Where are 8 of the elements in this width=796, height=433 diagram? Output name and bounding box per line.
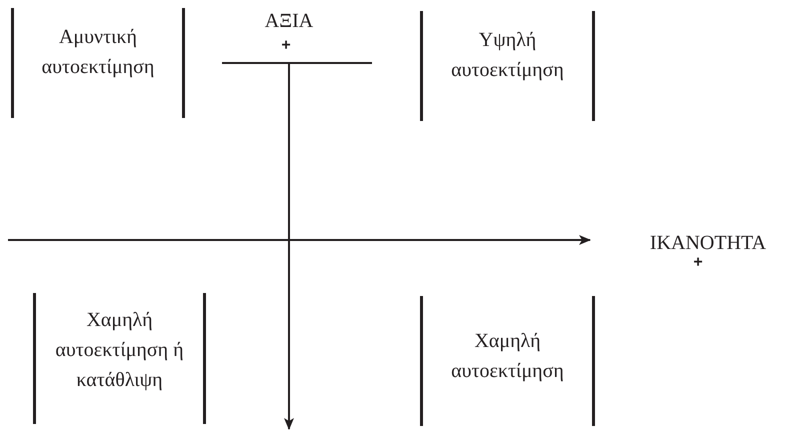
quadrant-label: Αμυντική αυτοεκτίμηση <box>11 8 185 118</box>
axis-label: ΙΚΑΝΟΤΗΤΑ <box>648 231 768 256</box>
quadrant-label: Χαμηλή αυτοεκτίμηση <box>420 296 595 426</box>
plus-sign: + <box>692 255 704 271</box>
plus-sign: + <box>280 38 292 54</box>
axis-label: ΑΞΙΑ <box>264 9 314 34</box>
quadrant-label: Υψηλή αυτοεκτίμηση <box>420 11 595 121</box>
quadrant-label: Χαμηλή αυτοεκτίμηση ή κατάθλιψη <box>33 293 206 424</box>
